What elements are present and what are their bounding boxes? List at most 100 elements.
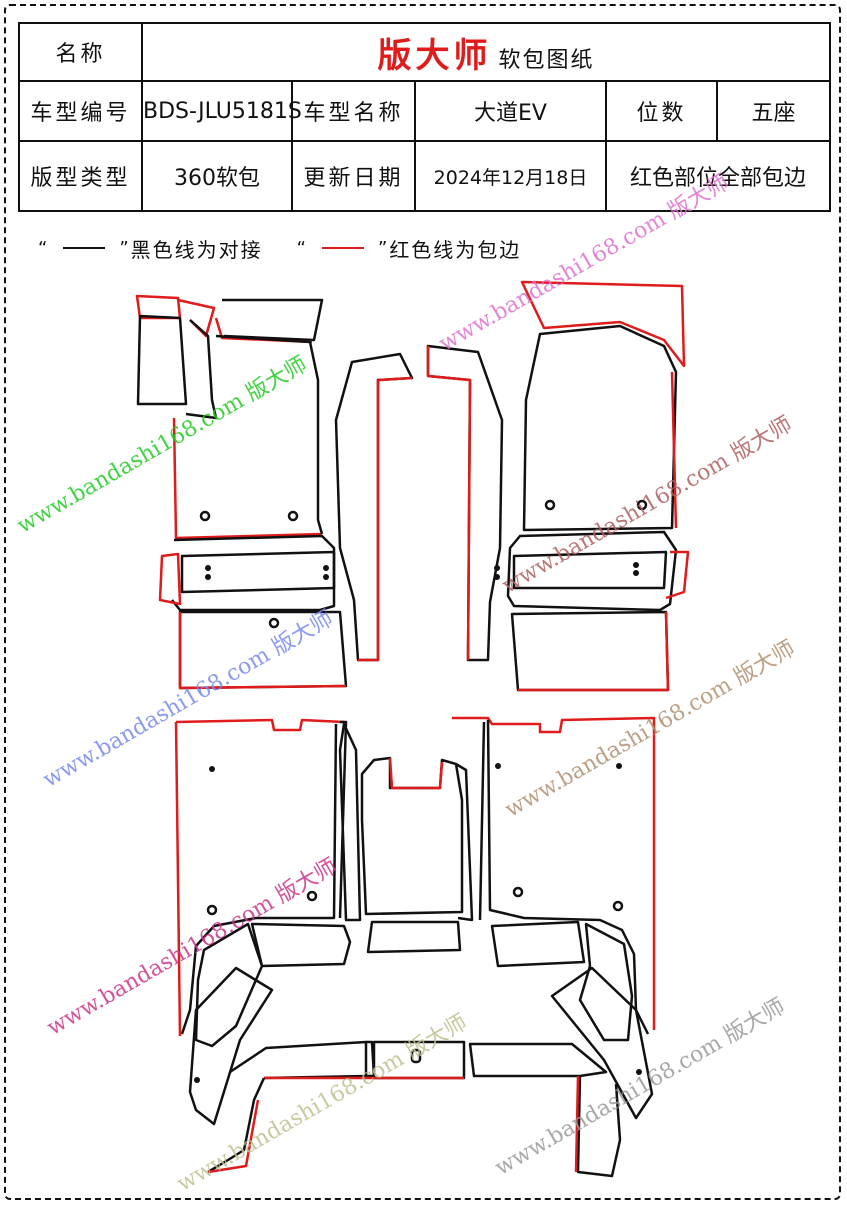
update-date-label: 更新日期 <box>291 140 416 212</box>
fl-tab-red <box>135 294 182 320</box>
rear-right-mat <box>452 716 656 1120</box>
black-line-swatch <box>63 247 106 249</box>
rl-top-red <box>175 718 345 732</box>
fl-hole <box>199 510 211 522</box>
page-border <box>4 4 841 1200</box>
red-line-text: 红色线为包边 <box>389 237 522 262</box>
pattern-type-value: 360软包 <box>141 140 293 212</box>
rl-wheel-arch <box>194 922 264 1048</box>
center-strips <box>334 344 504 662</box>
rr-hump-piece <box>490 920 586 968</box>
seats-value: 五座 <box>715 80 832 142</box>
legend-quote-close-2: ” <box>377 237 390 259</box>
fr-step-piece <box>506 530 678 612</box>
fl-hole <box>268 617 280 629</box>
black-line-text: 黑色线为对接 <box>130 237 263 262</box>
fl-step-inner <box>180 550 336 594</box>
rr-main-outline <box>486 719 650 1035</box>
brand-subtitle: 软包图纸 <box>498 47 595 73</box>
rr-hole <box>512 886 524 898</box>
rb-right-red <box>574 1075 580 1173</box>
fr-right-red <box>670 371 678 529</box>
fr-hole <box>544 499 556 511</box>
fl-top-red <box>177 298 216 338</box>
center-left-strip <box>334 352 414 662</box>
model-code-value: BDS-JLU5181S <box>141 80 302 142</box>
rr-clip <box>616 763 622 769</box>
rl-hole <box>306 890 318 902</box>
legend-quote-open-2: “ <box>296 237 308 259</box>
rl-left-red <box>174 721 182 1037</box>
rl-hole <box>206 904 218 916</box>
fl-pedal-piece <box>136 314 188 406</box>
tunnel-left-strip <box>338 722 362 922</box>
center-right-strip <box>426 344 504 662</box>
rr-divider <box>478 721 486 921</box>
rl-clip <box>209 766 215 772</box>
rear-left-mat <box>174 718 352 1126</box>
rl-clip <box>194 1077 200 1083</box>
front-right-mat <box>494 280 690 692</box>
title-cell: 版大师 软包图纸 <box>140 22 832 82</box>
tunnel-notch-red <box>388 757 444 790</box>
center-left-strip-red <box>358 376 413 662</box>
rb-center-hole <box>410 1048 422 1064</box>
fl-clip <box>323 565 329 571</box>
fl-side-black <box>185 319 218 420</box>
model-name-label: 车型名称 <box>291 80 416 142</box>
fr-clip <box>494 574 500 580</box>
model-name-value: 大道EV <box>414 80 607 142</box>
seats-label: 位数 <box>605 80 718 142</box>
rear-bottom-mats <box>207 1040 622 1178</box>
center-right-strip-red <box>426 346 472 661</box>
legend-quote-close-1: ” <box>119 237 131 259</box>
tunnel-lower-piece <box>366 920 462 954</box>
tunnel-center-piece <box>360 756 464 916</box>
fl-step-red <box>158 552 182 606</box>
rr-clip <box>636 1069 642 1075</box>
rl-divider <box>338 720 348 919</box>
rb-right-top <box>468 1042 608 1078</box>
rb-left-inner <box>207 1077 266 1174</box>
fr-lower-red <box>518 611 670 692</box>
fr-clip <box>494 565 500 571</box>
rr-side-piece <box>550 966 654 1120</box>
rl-main-outline <box>180 723 338 1035</box>
rb-left-red <box>207 1099 260 1174</box>
legend-quote-open-1: “ <box>38 237 50 259</box>
fr-clip <box>633 570 639 576</box>
center-tunnel <box>338 722 474 954</box>
fr-step-red <box>665 550 690 600</box>
front-left-mat <box>135 294 348 690</box>
tunnel-right-strip <box>455 762 474 922</box>
fl-clip <box>205 574 211 580</box>
rb-right-inner <box>576 1075 622 1178</box>
fl-clip <box>205 565 211 571</box>
rr-outer-red <box>452 716 656 1030</box>
fl-right-black <box>215 334 324 535</box>
name-label: 名称 <box>18 22 143 82</box>
rl-hump-piece <box>250 922 352 968</box>
fr-step-inner <box>512 550 668 590</box>
fr-clip <box>633 562 639 568</box>
fr-hole <box>636 499 648 511</box>
fl-left-red <box>172 417 323 540</box>
fr-lower-piece <box>510 610 670 692</box>
rr-clip <box>495 763 501 769</box>
update-date-value: 2024年12月18日 <box>414 140 607 212</box>
fl-hole <box>287 510 299 522</box>
rr-hole <box>612 900 624 912</box>
fl-step-piece <box>171 534 336 612</box>
fl-lower-red <box>178 612 347 690</box>
rl-side-piece <box>188 966 274 1126</box>
red-line-swatch <box>321 247 364 249</box>
pattern-type-label: 版型类型 <box>18 140 143 212</box>
fr-top-red <box>520 280 686 368</box>
line-legend: “ ” 黑色线为对接 “ ” 红色线为包边 <box>38 234 521 262</box>
info-table: 名称 版大师 软包图纸 车型编号 BDS-JLU5181S 车型名称 大道EV … <box>18 22 832 212</box>
red-edge-note: 红色部位全部包边 <box>604 140 832 212</box>
fl-clip <box>323 574 329 580</box>
model-code-label: 车型编号 <box>18 80 143 142</box>
brand-title: 版大师 <box>377 35 492 76</box>
